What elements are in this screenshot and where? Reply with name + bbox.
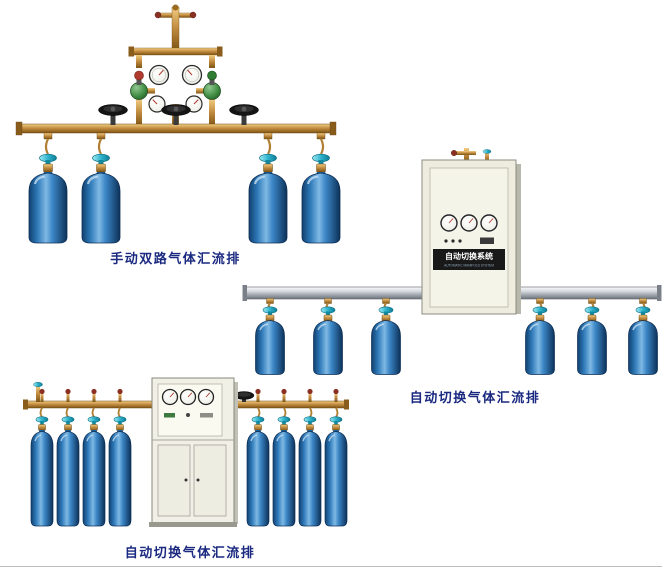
cabinet-gauges [440, 214, 498, 232]
gas-cylinder [576, 305, 608, 376]
cabinet-label: 自动切换系统 [445, 251, 493, 261]
gas-cylinder [272, 416, 296, 527]
cabinet-gauges [161, 388, 215, 406]
gas-cylinder [82, 416, 106, 527]
auto-switch-manifold-illustration: 自动切换系统 AUTOMATIC MANIFOLD SYSTEM [242, 148, 662, 376]
gas-cylinder [370, 305, 402, 376]
control-cabinet: 自动切换系统 AUTOMATIC MANIFOLD SYSTEM [421, 159, 521, 315]
auto-switch-manifold-figure: 自动切换系统 AUTOMATIC MANIFOLD SYSTEM [242, 148, 662, 385]
gas-cylinder [298, 416, 322, 527]
manifold-hand-valves [98, 104, 259, 125]
inlet-pipes [450, 148, 492, 162]
gas-cylinder [80, 153, 122, 245]
gas-cylinder [312, 305, 344, 376]
cabinet-label-band [433, 249, 505, 270]
cylinder-pigtails [43, 132, 326, 155]
gas-cylinder [30, 416, 54, 527]
manual-dual-manifold-figure [8, 4, 343, 251]
gas-cylinder [627, 305, 659, 376]
caption-auto-switch-manifold: 自动切换气体汇流排 [409, 390, 541, 405]
auto-switch-cabinet-figure [12, 372, 357, 547]
gas-cylinder [56, 416, 80, 527]
inlet-pipe-assembly [154, 4, 197, 51]
caption-auto-switch-cabinet: 自动切换气体汇流排 [124, 545, 256, 560]
gas-cylinder [27, 153, 69, 245]
header-pipe [128, 46, 223, 68]
auto-switch-cabinet-illustration [23, 377, 349, 527]
cylinder-pigtails [39, 407, 339, 418]
control-cabinet [149, 377, 238, 527]
left-regulator [130, 64, 170, 126]
gas-cylinder [524, 305, 556, 376]
gas-cylinder [324, 416, 348, 527]
gas-cylinder [108, 416, 132, 527]
cabinet-sublabel: AUTOMATIC MANIFOLD SYSTEM [444, 264, 494, 268]
right-regulator [181, 64, 221, 126]
gas-cylinder [246, 416, 270, 527]
manual-dual-manifold-illustration [15, 4, 342, 245]
caption-manual-dual-manifold: 手动双路气体汇流排 [110, 251, 241, 266]
gas-cylinder [254, 305, 286, 376]
bottom-divider [0, 566, 662, 567]
inlet-valves [33, 382, 339, 402]
